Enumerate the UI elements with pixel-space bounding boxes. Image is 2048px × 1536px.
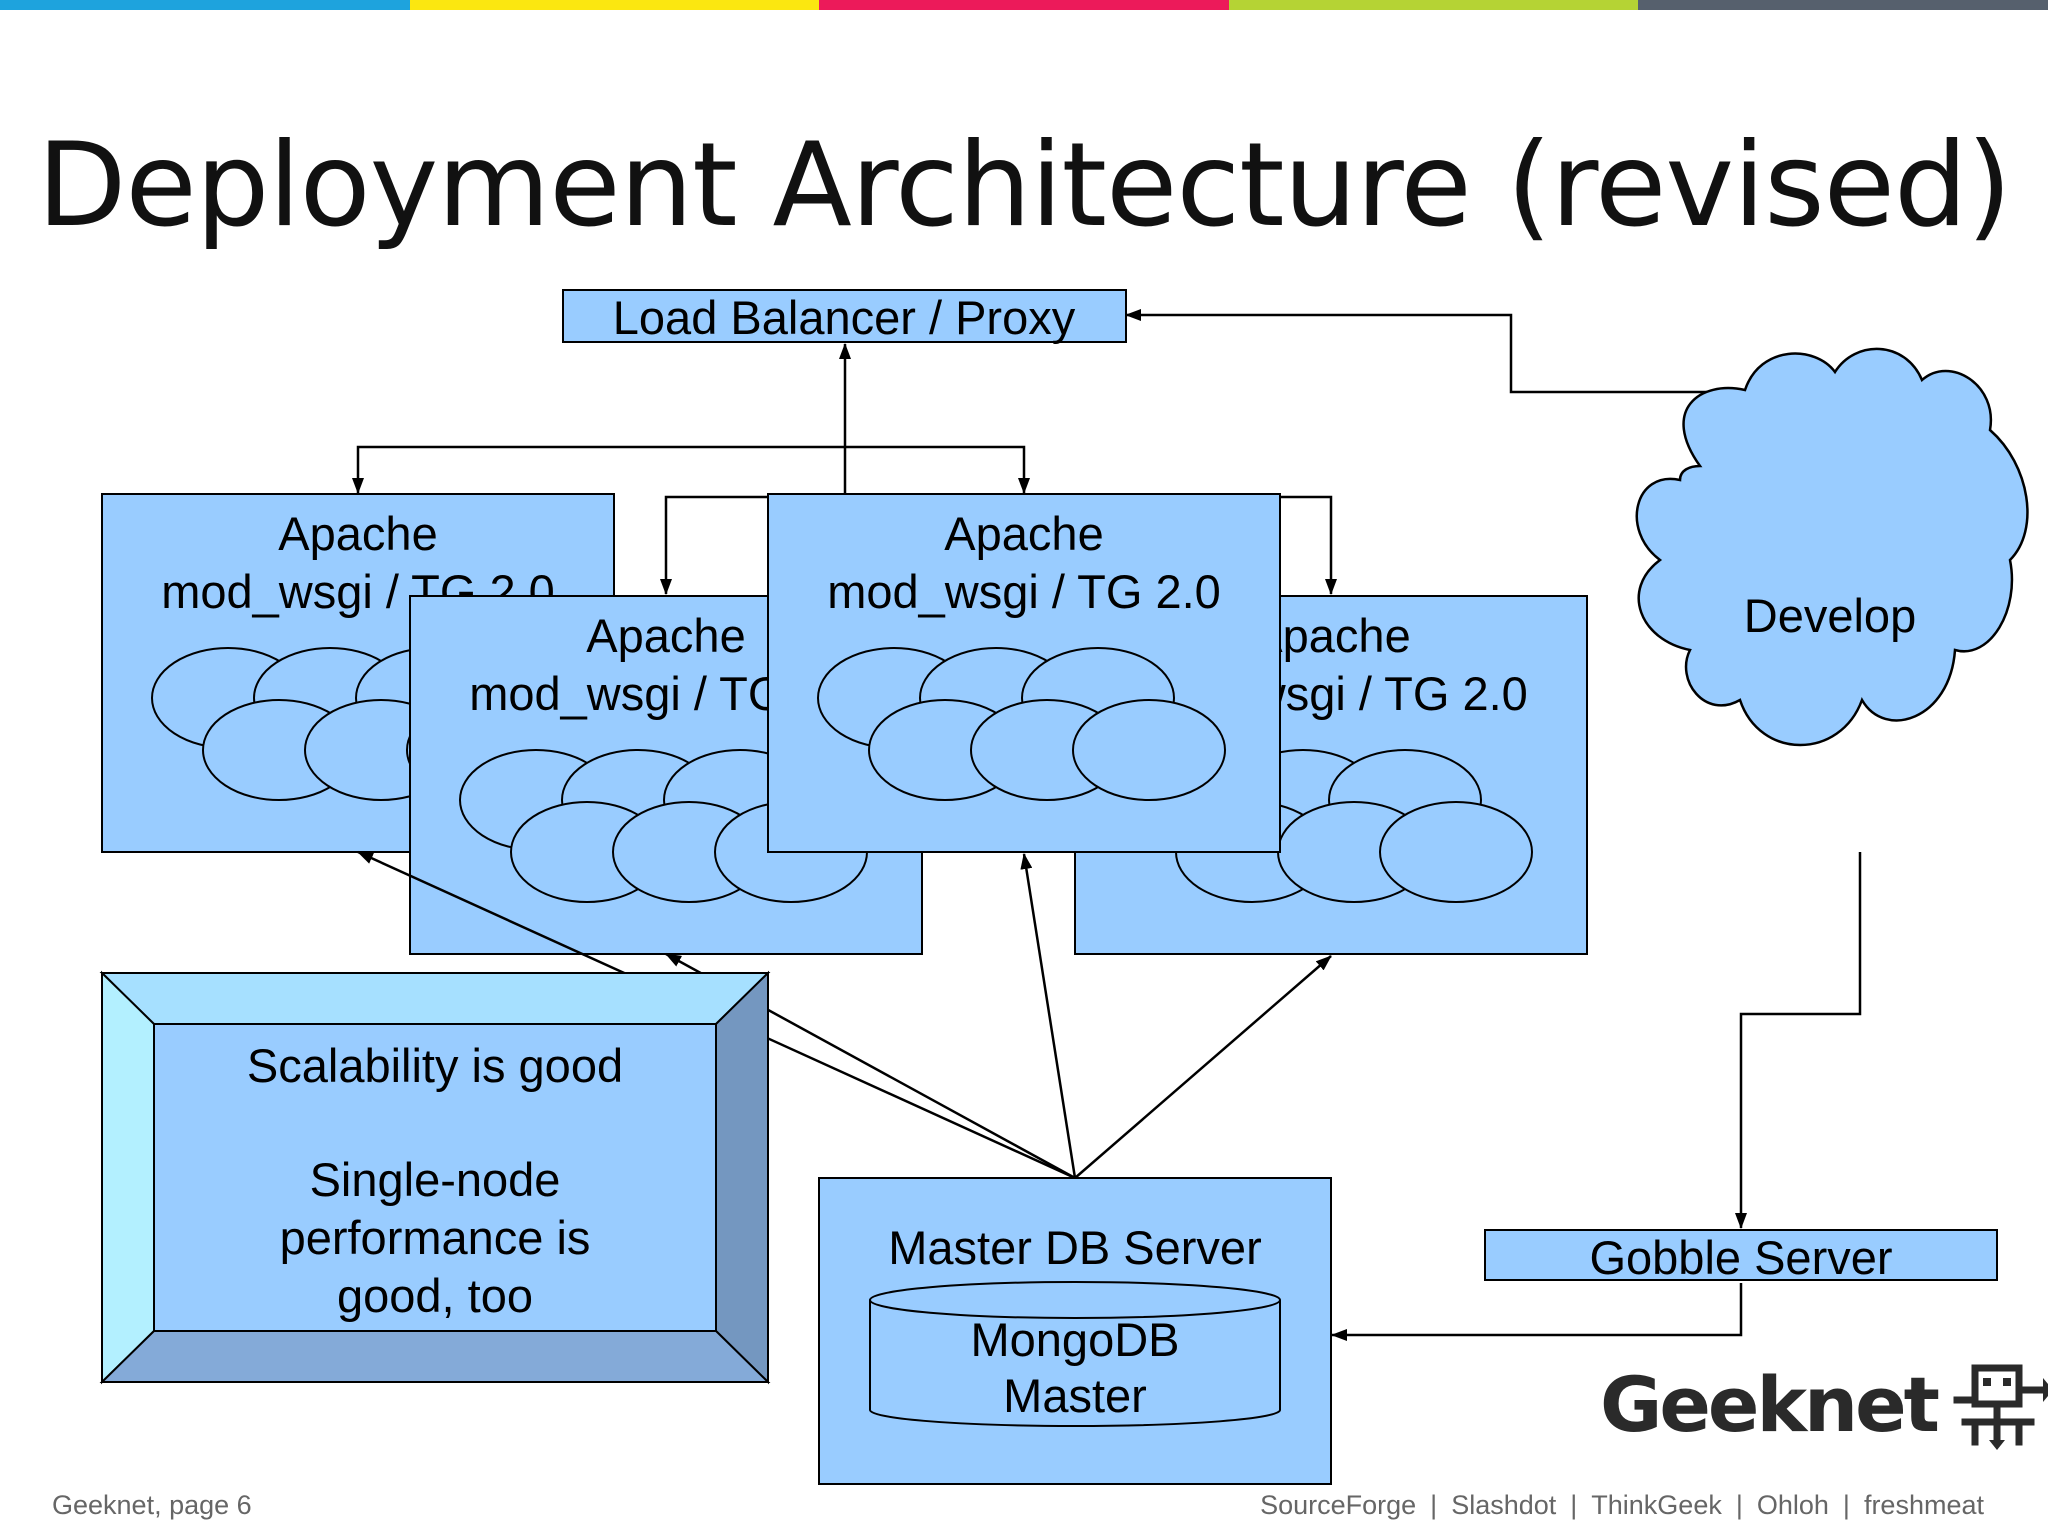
connectors — [352, 309, 1862, 1341]
apache-node-1-line1: Apache — [278, 507, 437, 560]
develop-label: Develop — [1744, 589, 1916, 642]
footer-separator: | — [1430, 1490, 1438, 1520]
color-stripe-yellow — [409, 0, 820, 10]
slide-title: Deployment Architecture (revised) — [37, 118, 2012, 253]
connector-lb-apache-2 — [660, 495, 768, 595]
footer-links: SourceForge | Slashdot | ThinkGeek | Ohloh | fre… — [1260, 1490, 1984, 1521]
footer-link-sourceforge[interactable]: SourceForge — [1260, 1490, 1417, 1520]
load-balancer-box: Load Balancer / Proxy — [562, 289, 1127, 344]
color-stripe-gray — [1638, 0, 2048, 10]
load-balancer-label: Load Balancer / Proxy — [613, 291, 1076, 344]
color-stripe-blue — [0, 0, 410, 10]
scalability-callout: Scalability is good Single-node performa… — [99, 970, 771, 1385]
callout-line4: good, too — [337, 1269, 533, 1322]
connector-lb-apache-1 — [352, 445, 845, 494]
footer-separator: | — [1570, 1490, 1578, 1520]
color-stripe-green — [1228, 0, 1639, 10]
develop-cloud: Develop — [1635, 347, 2029, 747]
connector-lb-apache-4 — [1280, 495, 1337, 595]
footer-separator: | — [1842, 1490, 1850, 1520]
gobble-server-box: Gobble Server — [1484, 1229, 1998, 1284]
footer-page-label: Geeknet, page 6 — [52, 1490, 252, 1520]
apache-node-3-line1: Apache — [944, 507, 1103, 560]
top-color-bar — [0, 0, 2048, 10]
footer-link-freshmeat[interactable]: freshmeat — [1863, 1490, 1984, 1520]
footer-link-ohloh[interactable]: Ohloh — [1756, 1490, 1829, 1520]
footer-separator: | — [1735, 1490, 1743, 1520]
callout-line2: Single-node — [310, 1153, 561, 1206]
footer-link-thinkgeek[interactable]: ThinkGeek — [1591, 1490, 1722, 1520]
connector-develop-gobble — [1735, 852, 1862, 1229]
connector-lb-develop — [1125, 309, 1843, 398]
logo-wordmark: Geeknet — [1600, 1360, 1940, 1449]
footer-link-slashdot[interactable]: Slashdot — [1451, 1490, 1557, 1520]
apache-node-3: Apache mod_wsgi / TG 2.0 — [767, 493, 1281, 853]
connector-lb-apache-3 — [845, 445, 1030, 494]
mongodb-line2: Master — [1003, 1369, 1147, 1422]
apache-node-2-line1: Apache — [586, 609, 745, 662]
geeknet-robot-icon — [1953, 1364, 2048, 1450]
apache-node-3-line2: mod_wsgi / TG 2.0 — [827, 565, 1221, 618]
connector-gobble-master — [1331, 1283, 1743, 1341]
callout-line1: Scalability is good — [247, 1039, 623, 1092]
geeknet-logo: Geeknet — [1600, 1360, 2048, 1450]
callout-line3: performance is — [280, 1211, 591, 1264]
mongodb-cylinder: MongoDB Master — [869, 1281, 1281, 1427]
gobble-server-label: Gobble Server — [1589, 1231, 1892, 1284]
connector-master-apache-3 — [1020, 853, 1077, 1179]
master-db-label: Master DB Server — [888, 1221, 1261, 1274]
mongodb-line1: MongoDB — [971, 1313, 1180, 1366]
master-db-box: Master DB Server MongoDB Master — [818, 1177, 1332, 1485]
color-stripe-pink — [819, 0, 1229, 10]
connector-master-apache-4 — [1074, 955, 1332, 1179]
